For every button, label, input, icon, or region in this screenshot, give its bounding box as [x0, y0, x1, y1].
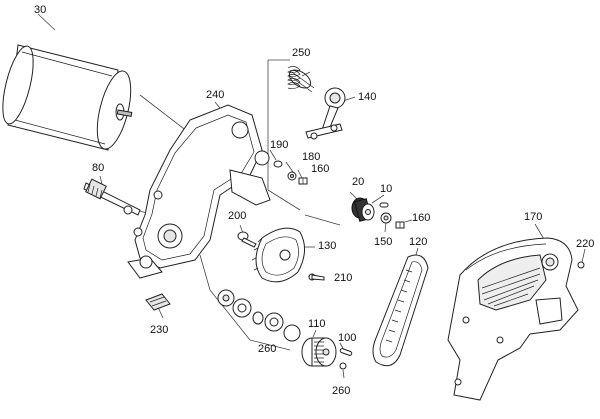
screws-190-180-160 — [273, 160, 308, 185]
screw-part-210 — [308, 273, 325, 281]
label-part-30: 30 — [34, 4, 47, 16]
label-part-220: 220 — [576, 238, 595, 250]
label-part-120: 120 — [409, 236, 428, 248]
belt-guard-part-170 — [447, 237, 579, 401]
bearing-stack-part-260 — [217, 289, 301, 342]
pulley-part-110 — [301, 337, 337, 367]
screw-part-220 — [577, 261, 585, 269]
shaft-part-80 — [83, 178, 141, 216]
label-part-260-bottom: 260 — [332, 385, 351, 397]
label-part-240: 240 — [206, 89, 225, 101]
label-part-250: 250 — [292, 47, 311, 59]
pinion-part-20 — [351, 197, 375, 222]
label-part-100: 100 — [338, 332, 357, 344]
pin-washer-screw-10-150-160 — [379, 202, 405, 229]
label-part-260-left: 260 — [258, 343, 277, 355]
label-part-110: 110 — [308, 318, 326, 330]
label-part-130: 130 — [318, 240, 337, 252]
label-part-180: 180 — [302, 151, 321, 163]
label-part-210: 210 — [334, 272, 353, 284]
screw-part-200 — [237, 231, 257, 248]
label-part-190: 190 — [270, 139, 289, 151]
belt-part-120 — [372, 254, 429, 367]
motor-part-30 — [2, 44, 133, 151]
gear-cover-part-130 — [251, 227, 305, 283]
lever-part-140 — [305, 87, 346, 140]
clip-part-260 — [339, 362, 347, 370]
label-part-140: 140 — [358, 91, 377, 103]
pin-part-100 — [339, 348, 353, 356]
label-part-160-lower: 160 — [412, 212, 431, 224]
label-part-160-upper: 160 — [311, 163, 330, 175]
gear-housing-part-240 — [127, 104, 271, 279]
label-part-10: 10 — [380, 183, 393, 195]
spring-part-250 — [287, 66, 315, 93]
label-part-80: 80 — [92, 162, 105, 174]
label-part-170: 170 — [524, 211, 543, 223]
label-part-200: 200 — [228, 210, 247, 222]
label-part-20: 20 — [352, 176, 365, 188]
part-230 — [145, 293, 171, 311]
label-part-150: 150 — [374, 236, 393, 248]
label-part-230: 230 — [150, 324, 169, 336]
